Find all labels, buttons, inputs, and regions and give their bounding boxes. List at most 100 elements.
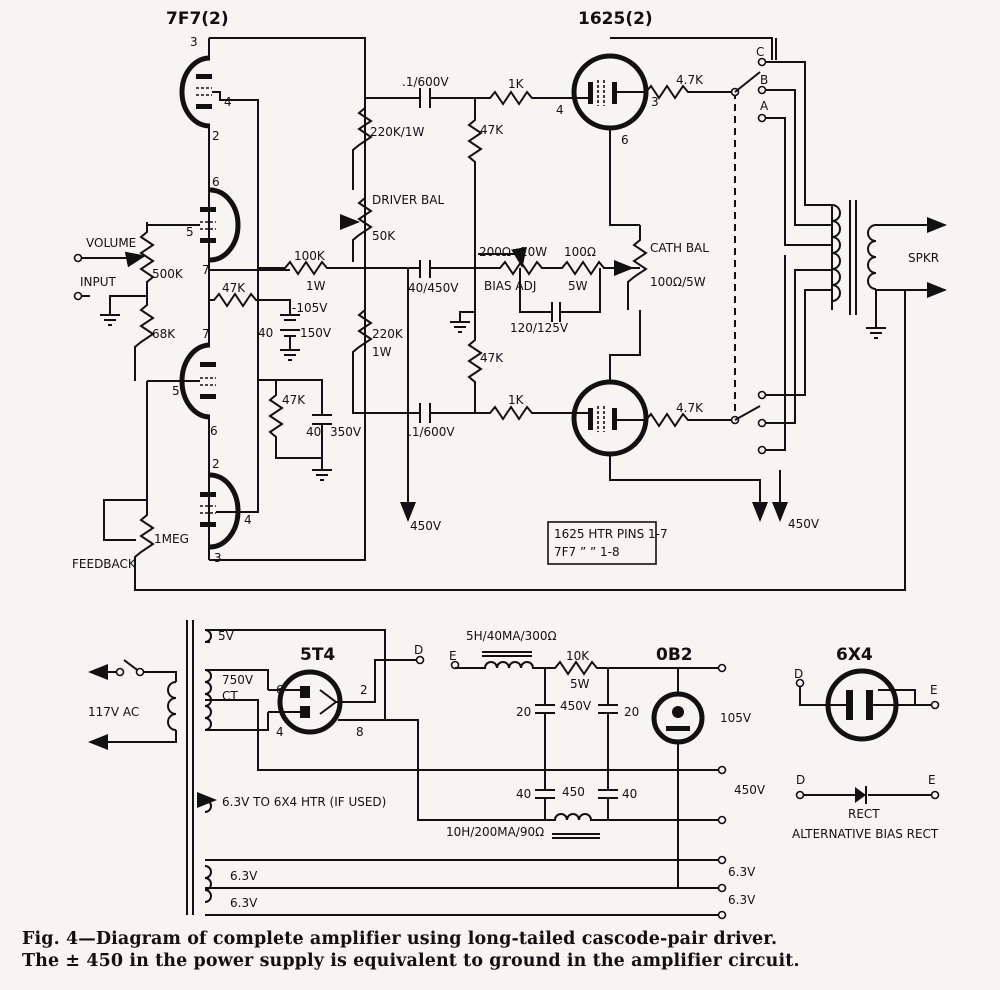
driver-tube-4: 2 4 3 [200,99,259,565]
svg-text:DRIVER BAL: DRIVER BAL [372,193,445,207]
svg-text:1W: 1W [372,345,392,359]
svg-text:40: 40 [306,425,321,439]
svg-text:ALTERNATIVE BIAS RECT: ALTERNATIVE BIAS RECT [792,827,939,841]
svg-text:450V: 450V [788,517,820,531]
svg-text:450V: 450V [560,699,592,713]
svg-text:450V: 450V [410,519,442,533]
driver-tube-label: 7F7(2) [166,9,229,29]
svg-text:6.3V: 6.3V [728,893,756,907]
svg-text:105V: 105V [720,711,752,725]
svg-text:200Ω: 200Ω [479,245,511,259]
svg-text:INPUT: INPUT [80,275,117,289]
svg-text:100Ω/5W: 100Ω/5W [650,275,706,289]
svg-text:5: 5 [172,384,180,398]
output-tube-1: 3 4 6 [556,53,735,226]
svg-text:E: E [449,649,457,663]
svg-text:20: 20 [624,705,639,719]
svg-text:1625 HTR PINS 1-7: 1625 HTR PINS 1-7 [554,527,668,541]
svg-text:6: 6 [210,424,218,438]
svg-text:2: 2 [212,129,220,143]
svg-text:4.7K: 4.7K [676,401,704,415]
svg-text:5W: 5W [568,279,588,293]
svg-text:450: 450 [562,785,585,799]
driver-bias-network: 47K -105V 40 150V 47K 40 350V [209,269,362,481]
svg-text:BIAS ADJ: BIAS ADJ [484,279,536,293]
caption-line-2: The ± 450 in the power supply is equival… [22,951,800,971]
output-tube-2 [571,310,768,522]
svg-text:-105V: -105V [292,301,328,315]
svg-text:220K/1W: 220K/1W [370,125,424,139]
svg-text:.1/600V: .1/600V [408,425,455,439]
svg-text:2: 2 [360,683,368,697]
svg-text:20: 20 [516,705,531,719]
svg-text:100Ω: 100Ω [564,245,596,259]
svg-text:40: 40 [516,787,531,801]
svg-text:5: 5 [186,225,194,239]
rectifier-5t4: 5T4 6 2 4 8 [268,645,420,739]
driver-tube-2: 6 5 7 [147,175,241,277]
svg-text:0B2: 0B2 [656,645,693,665]
svg-text:8: 8 [356,725,364,739]
driver-tube-1: 3 4 2 [179,35,236,143]
svg-text:C: C [756,45,764,59]
svg-text:68K: 68K [152,327,176,341]
output-stage: 1625(2) 3 4 6 CATH BAL 100Ω/5 [547,9,947,565]
output-tube-label: 1625(2) [578,9,653,29]
svg-text:6X4: 6X4 [836,645,873,665]
svg-text:150V: 150V [300,326,332,340]
svg-text:.1/600V: .1/600V [402,75,449,89]
svg-text:6: 6 [276,683,284,697]
svg-text:2: 2 [212,457,220,471]
svg-text:3: 3 [190,35,198,49]
svg-text:3: 3 [214,551,222,565]
svg-text:VOLUME: VOLUME [86,236,136,250]
svg-text:A: A [760,99,769,113]
svg-text:220K: 220K [372,327,404,341]
svg-text:D: D [794,667,803,681]
svg-text:1W: 1W [306,279,326,293]
svg-text:50K: 50K [372,229,396,243]
svg-text:500K: 500K [152,267,184,281]
svg-text:5H/40MA/300Ω: 5H/40MA/300Ω [466,629,557,643]
svg-text:100K: 100K [294,249,326,263]
svg-text:7F7 ” ” 1-8: 7F7 ” ” 1-8 [554,545,620,559]
svg-text:117V AC: 117V AC [88,705,139,719]
power-supply: 117V AC 5V 750V CT 5T4 6 2 4 8 D [88,620,766,920]
svg-text:40/450V: 40/450V [408,281,459,295]
svg-text:750V: 750V [222,673,254,687]
svg-text:40: 40 [622,787,637,801]
svg-text:6.3V TO 6X4 HTR (IF USED): 6.3V TO 6X4 HTR (IF USED) [222,795,386,809]
svg-text:120/125V: 120/125V [510,321,569,335]
svg-text:D: D [796,773,805,787]
svg-text:1K: 1K [508,77,525,91]
svg-text:FEEDBACK: FEEDBACK [72,557,137,571]
svg-text:4: 4 [556,103,564,117]
svg-text:RECT: RECT [848,807,880,821]
svg-text:D: D [414,643,423,657]
caption-line-1: Fig. 4—Diagram of complete amplifier usi… [22,929,778,949]
svg-text:3: 3 [651,95,659,109]
svg-text:5T4: 5T4 [300,645,335,665]
svg-text:4.7K: 4.7K [676,73,704,87]
svg-text:47K: 47K [222,281,246,295]
input-network: VOLUME 500K INPUT 68K 1MEG FEEDBACK [72,222,906,591]
svg-text:4: 4 [244,513,252,527]
driver-tube-3: 7 5 6 [147,327,218,438]
svg-text:47K: 47K [480,123,504,137]
svg-text:6: 6 [621,133,629,147]
regulator-0b2: 0B2 105V [651,645,752,888]
svg-text:5V: 5V [218,629,235,643]
svg-text:B: B [760,73,768,87]
svg-text:10W: 10W [520,245,547,259]
svg-text:E: E [930,683,938,697]
svg-text:47K: 47K [282,393,306,407]
svg-text:6: 6 [212,175,220,189]
svg-text:10H/200MA/90Ω: 10H/200MA/90Ω [446,825,544,839]
svg-text:47K: 47K [480,351,504,365]
svg-text:6.3V: 6.3V [230,896,258,910]
svg-text:450V: 450V [734,783,766,797]
svg-text:1MEG: 1MEG [154,532,189,546]
driver-stack: 3 4 2 6 5 7 7 5 6 [147,9,366,565]
driver-balance: .1/600V 220K/1W DRIVER BAL 50K 100K 1W 4… [258,75,475,533]
svg-text:1K: 1K [508,393,525,407]
